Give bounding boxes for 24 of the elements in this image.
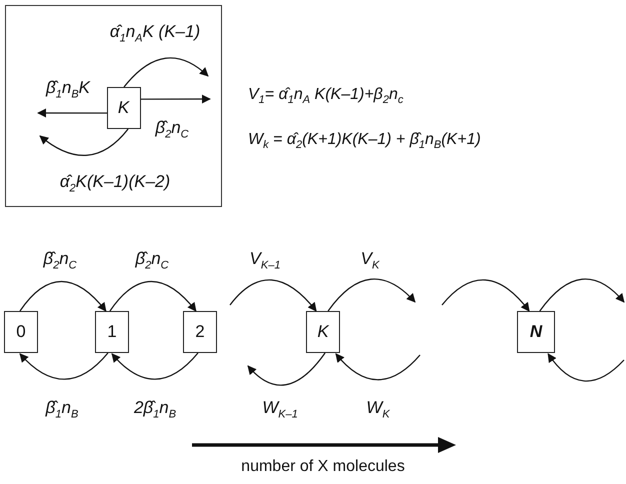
arrow [539,278,625,312]
arrow [111,352,198,380]
state-box: 0 [4,311,38,353]
arrow [230,279,317,312]
state-box: K [306,311,340,353]
arrow [20,280,106,312]
rate-equation: V$_{1}$= α̂$_{1}$n$_{A}$ K(K–1)+β$_{2}$n$_{c}$ [248,85,404,108]
arrow [328,278,416,312]
arrow [442,279,530,312]
axis-label: number of X molecules [241,458,405,476]
state-box: K [106,86,140,128]
arrow [39,128,129,156]
arrow [548,353,624,382]
state-box: 2 [183,311,217,353]
state-box: 1 [95,311,129,353]
arrow [247,352,326,386]
arrow [109,280,196,312]
arrow [37,108,107,118]
arrow [335,353,420,380]
arrow [141,94,211,104]
rate-equation: W$_{k}$ = α̂$_{2}$(K+1)K(K–1) + β̂$_{1}$n$_{B}$(K+1) [248,130,481,152]
arrow [19,352,108,380]
state-box: N [517,311,555,353]
arrow [124,57,209,88]
